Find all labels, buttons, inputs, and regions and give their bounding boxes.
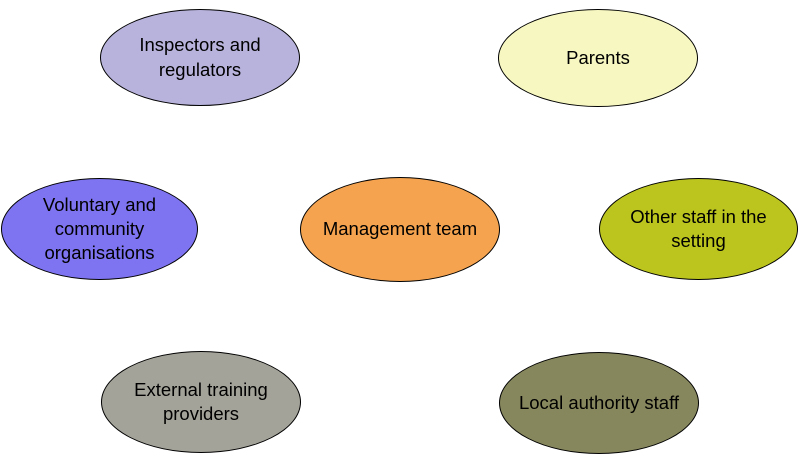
node-label: Voluntary and community organisations <box>42 193 157 264</box>
node-label: External training providers <box>134 378 268 424</box>
node-label: Local authority staff <box>518 391 680 413</box>
node-inspectors-and-regulators: Inspectors and regulators <box>100 9 300 106</box>
node-voluntary-and-community-organisations: Voluntary and community organisations <box>1 178 198 280</box>
node-local-authority-staff: Local authority staff <box>499 352 699 454</box>
node-label: Other staff in the setting <box>630 205 767 251</box>
node-label: Management team <box>322 218 478 240</box>
node-label: Inspectors and regulators <box>139 34 261 80</box>
node-parents: Parents <box>498 9 698 107</box>
node-other-staff-in-the-setting: Other staff in the setting <box>599 178 798 280</box>
node-label: Parents <box>566 46 630 68</box>
node-external-training-providers: External training providers <box>101 351 301 453</box>
node-management-team: Management team <box>300 177 500 282</box>
